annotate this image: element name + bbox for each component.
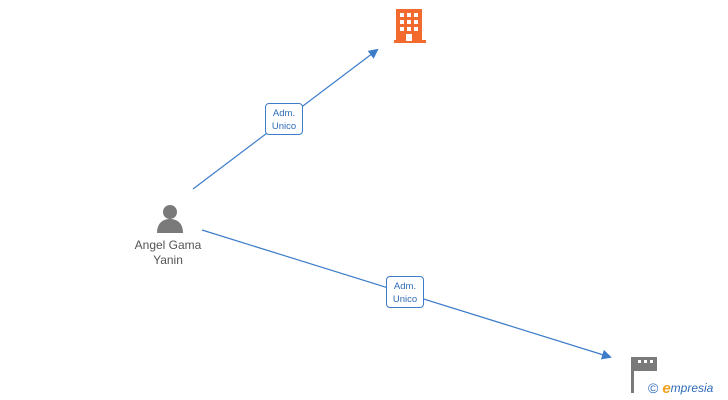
copyright-symbol: © [648, 380, 659, 396]
person-node[interactable] [155, 203, 185, 238]
edge-label-line2: Unico [392, 294, 418, 305]
person-name-line2: Yanin [153, 253, 183, 267]
edge-label-role[interactable]: Adm. Unico [386, 276, 424, 308]
person-name: Angel Gama Yanin [118, 238, 218, 268]
company-node-active[interactable] [394, 9, 426, 48]
person-name-line1: Angel Gama [134, 238, 202, 252]
edge-label-line1: Adm. [272, 108, 296, 119]
person-icon [157, 205, 183, 233]
brand-logo-initial: e [662, 379, 671, 397]
edge-label-line2: Unico [271, 121, 297, 132]
watermark: © e mpresia [648, 378, 713, 398]
building-icon [394, 9, 426, 43]
edge-label-line1: Adm. [393, 281, 417, 292]
edge-label-role[interactable]: Adm. Unico [265, 103, 303, 135]
flag-building-icon [631, 357, 657, 393]
brand-logo-text: mpresia [670, 381, 714, 395]
company-node-inactive[interactable] [629, 357, 659, 398]
